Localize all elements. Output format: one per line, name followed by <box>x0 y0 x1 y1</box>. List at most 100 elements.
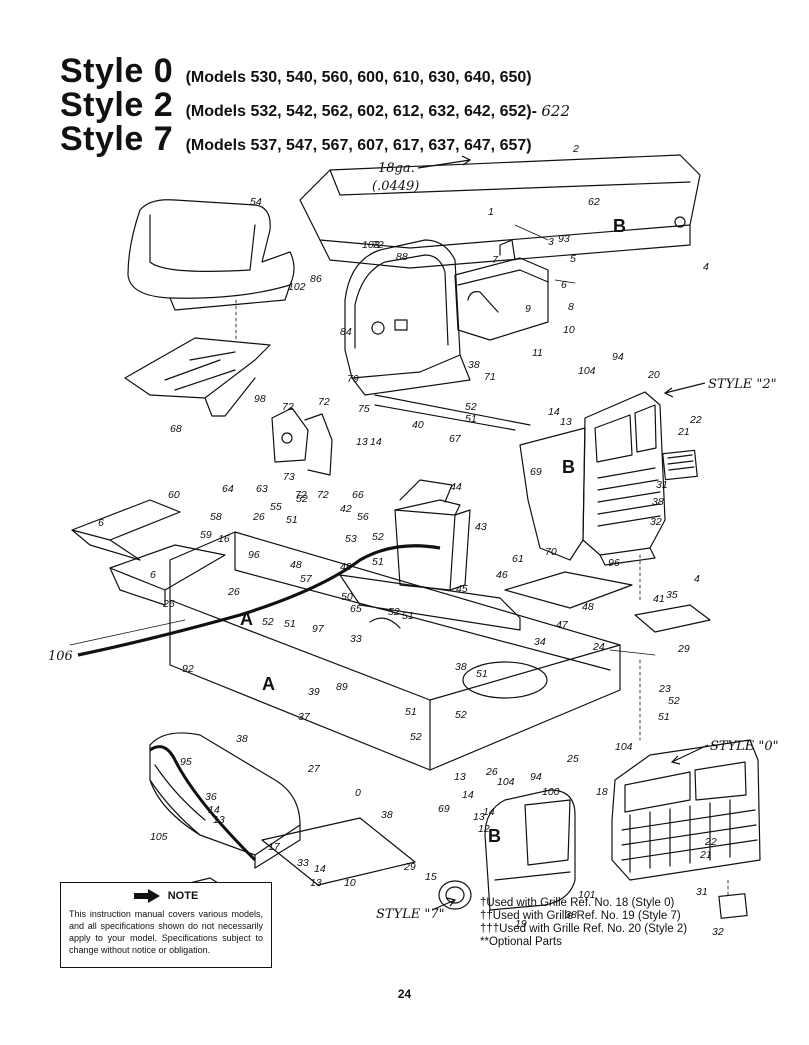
dash-support-part <box>271 407 333 476</box>
part-label: 34 <box>534 636 546 648</box>
part-label: 51 <box>658 711 670 723</box>
style-7-name: Style 7 <box>60 120 174 158</box>
part-label: 14 <box>483 806 495 818</box>
main-frame-part <box>169 531 621 771</box>
part-label: 24 <box>592 641 605 653</box>
style-7-heading: Style 7 (Models 537, 547, 567, 607, 617,… <box>60 120 532 159</box>
side-panel-part <box>519 427 586 561</box>
part-label: 31 <box>656 479 668 491</box>
reference-letter-b: B <box>613 216 626 236</box>
part-label: 51 <box>405 706 417 718</box>
part-label: 47 <box>556 619 569 631</box>
part-label: 1 <box>488 206 494 218</box>
part-label: 8 <box>568 301 574 313</box>
part-label: 6 <box>561 279 567 291</box>
part-label: 44 <box>450 481 462 493</box>
part-label: 27 <box>307 763 321 775</box>
part-label: 15 <box>425 871 437 883</box>
handwritten-gauge: 18ga. <box>378 161 415 176</box>
fender-edge <box>149 745 257 862</box>
part-label: 6 <box>98 517 104 529</box>
part-label: 72 <box>295 489 307 501</box>
part-label: 52 <box>465 401 477 413</box>
part-label: 22 <box>689 414 702 426</box>
part-label: 89 <box>336 681 348 693</box>
part-label: 14 <box>208 804 220 816</box>
part-label: 58 <box>210 511 222 523</box>
page-number: 24 <box>397 987 412 1001</box>
part-label: 38 <box>565 909 577 921</box>
part-label: 48 <box>582 601 594 613</box>
part-label: 29 <box>677 643 690 655</box>
part-label: 3 <box>548 236 554 248</box>
part-label: 45 <box>456 583 468 595</box>
part-label: 70 <box>545 546 557 558</box>
part-label: 69 <box>530 466 542 478</box>
part-label: 49 <box>340 561 352 573</box>
part-label: 4 <box>703 261 709 273</box>
part-label: 52 <box>372 531 384 543</box>
part-label: 51 <box>402 610 414 622</box>
part-label: 53 <box>345 533 357 545</box>
front-bracket-part <box>634 604 711 633</box>
part-label: 38 <box>236 733 248 745</box>
part-label: 36 <box>205 791 217 803</box>
part-label: 100 <box>542 786 560 798</box>
dash-panel-part <box>344 239 531 431</box>
part-label: 79 <box>347 373 359 385</box>
style-2-grille-part <box>582 391 666 566</box>
part-label: 38 <box>455 661 467 673</box>
part-label: 33 <box>297 857 309 869</box>
part-label: 86 <box>310 273 322 285</box>
part-label: 13 <box>473 811 485 823</box>
part-label: 6 <box>150 569 156 581</box>
part-label: 26 <box>227 586 240 598</box>
part-label: 104 <box>578 365 596 377</box>
note-text: This instruction manual covers various m… <box>69 909 263 955</box>
part-label: 11 <box>532 347 543 359</box>
part-label: 61 <box>512 553 524 565</box>
part-label: 46 <box>496 569 508 581</box>
part-label: 92 <box>182 663 194 675</box>
part-label: 96 <box>248 549 260 561</box>
reference-letter-b: B <box>562 457 575 477</box>
part-label: 62 <box>588 196 600 208</box>
part-label: 51 <box>465 413 477 425</box>
part-label: 29 <box>403 861 416 873</box>
part-label: 98 <box>254 393 266 405</box>
part-label: 51 <box>286 514 298 526</box>
part-label: 13 <box>356 436 368 448</box>
part-label: 96 <box>608 557 620 569</box>
part-label: 4 <box>694 573 700 585</box>
part-label: 23 <box>658 683 671 695</box>
part-label: 22 <box>704 836 717 848</box>
part-label: 41 <box>653 593 665 605</box>
note-header: NOTE <box>69 889 263 903</box>
style-2-name: Style 2 <box>60 86 174 124</box>
wire-part <box>77 544 441 657</box>
fuel-tank-part <box>454 239 549 341</box>
part-label: 75 <box>358 403 370 415</box>
part-label: 71 <box>484 371 496 383</box>
part-label: 43 <box>475 521 487 533</box>
part-label: 93 <box>558 233 570 245</box>
part-label: 26 <box>162 598 175 610</box>
part-label: 32 <box>712 926 724 938</box>
part-label: 52 <box>388 606 400 618</box>
part-label: 48 <box>290 559 302 571</box>
style-2-handwritten-note: 622 <box>541 102 571 120</box>
part-label: 50 <box>341 591 353 603</box>
arrow-right-icon <box>133 889 160 903</box>
part-label: 105 <box>150 831 168 843</box>
part-label: 72 <box>317 489 329 501</box>
part-label: 101 <box>578 889 596 901</box>
part-label: 51 <box>372 556 384 568</box>
part-label: 9 <box>525 303 531 315</box>
part-label: 26 <box>485 766 498 778</box>
part-label: 10 <box>563 324 575 336</box>
part-label: 13 <box>213 814 225 826</box>
part-label: 95 <box>180 756 192 768</box>
part-label: 14 <box>548 406 560 418</box>
part-label: 68 <box>170 423 182 435</box>
